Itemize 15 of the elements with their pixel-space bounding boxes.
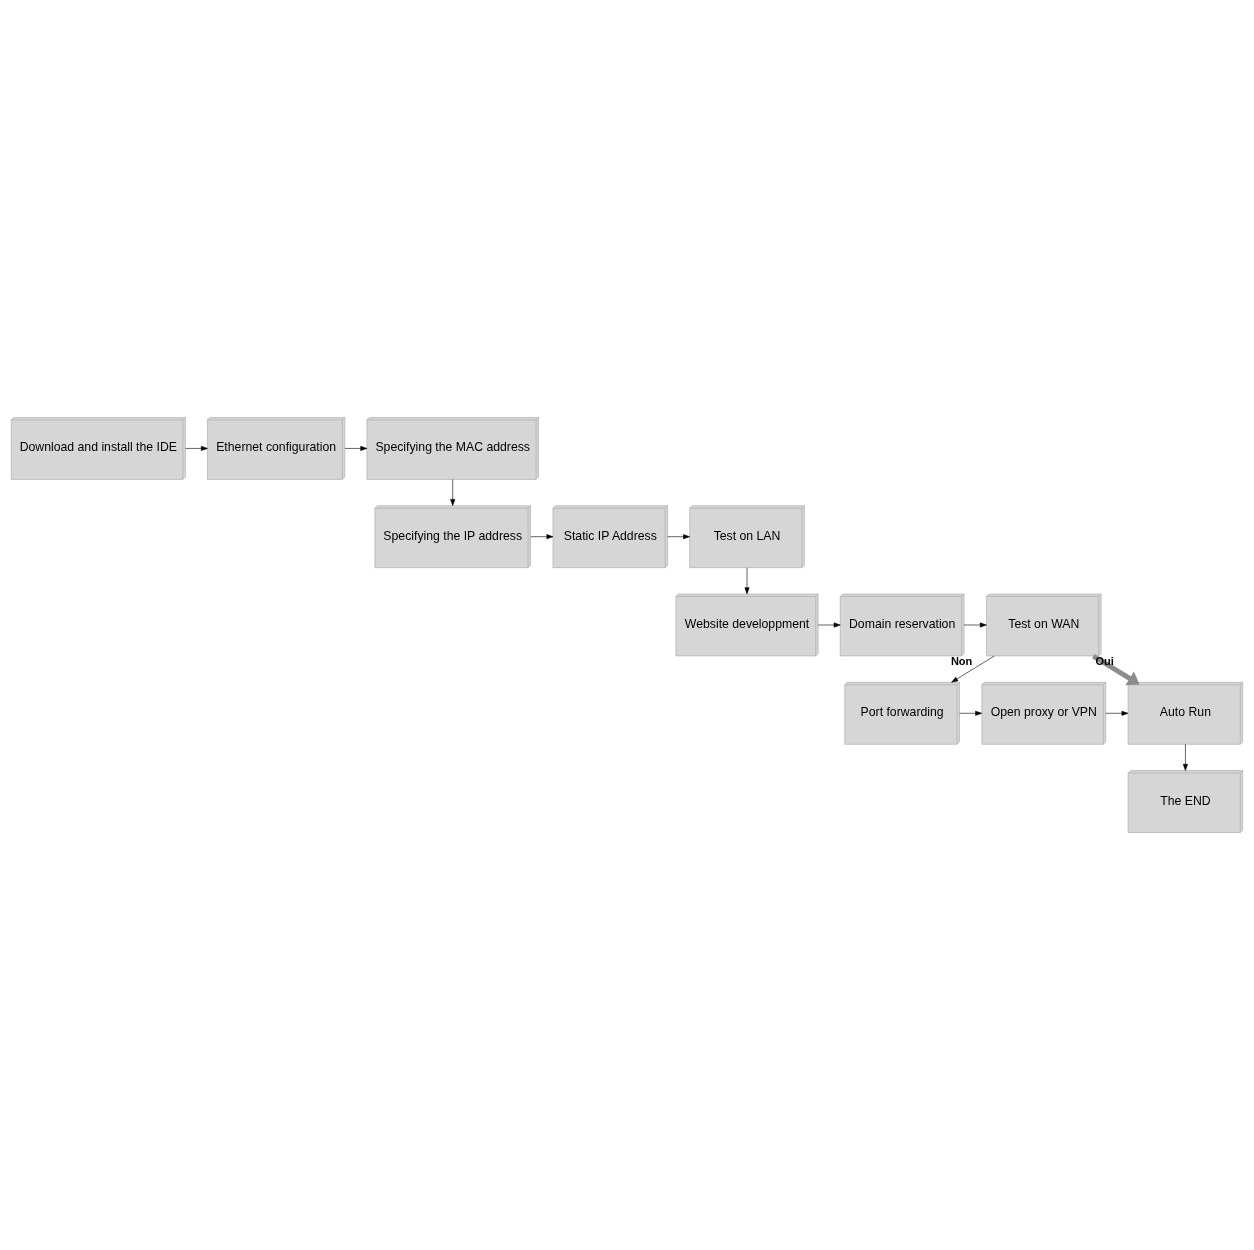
arrow [951, 655, 995, 683]
arrow [185, 445, 208, 451]
arrow [959, 710, 982, 716]
arrow [1182, 744, 1188, 771]
arrow [744, 567, 750, 595]
edge-label: Non [950, 655, 973, 668]
arrow [344, 445, 368, 451]
arrow [1092, 653, 1140, 686]
arrow [530, 534, 554, 540]
edge-label: Oui [1095, 655, 1114, 668]
arrow [667, 534, 690, 540]
arrow [963, 622, 987, 628]
arrow [450, 479, 456, 506]
arrow [1105, 710, 1129, 716]
arrow [817, 622, 841, 628]
